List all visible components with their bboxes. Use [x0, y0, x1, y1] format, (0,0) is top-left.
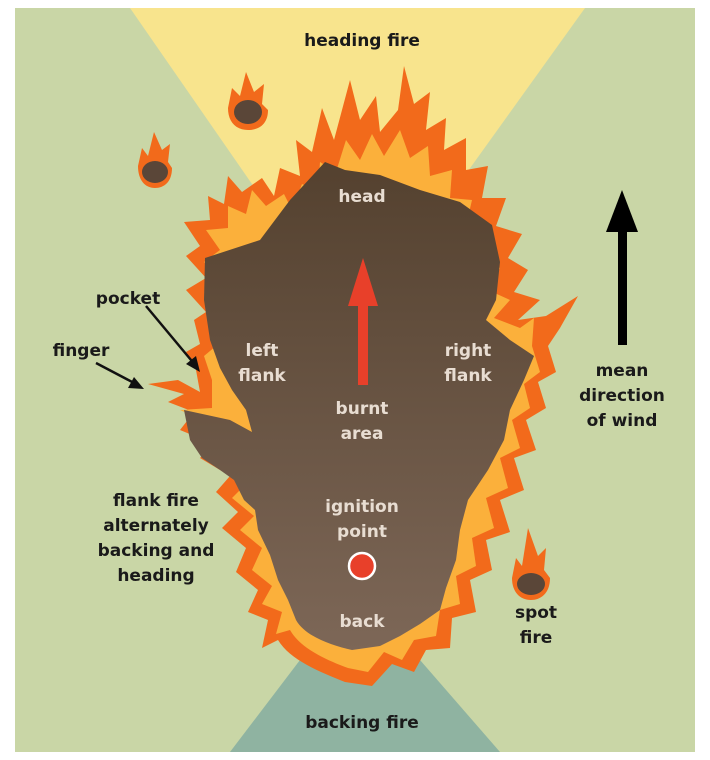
ignition-point-label-line2: point — [337, 522, 387, 542]
right-flank-label-line2: flank — [444, 366, 492, 386]
left-flank-label-line1: left — [246, 341, 279, 361]
spot-fire-label-line1: spot — [515, 603, 557, 623]
backing-fire-label: backing fire — [305, 713, 419, 733]
ignition-point-marker — [349, 553, 375, 579]
heading-fire-label: heading fire — [304, 31, 420, 51]
finger-label: finger — [53, 341, 110, 361]
flank-fire-label-line2: alternately — [103, 516, 208, 536]
wind-label-line1: mean — [596, 361, 649, 381]
burnt-area-label-line1: burnt — [336, 399, 389, 419]
spot-fire-label-line2: fire — [520, 628, 553, 648]
wind-label-line2: direction — [579, 386, 665, 406]
pocket-label: pocket — [96, 289, 160, 309]
right-flank-label-line1: right — [445, 341, 492, 361]
wind-label-line3: of wind — [587, 411, 658, 431]
flank-fire-label-line3: backing and — [98, 541, 215, 561]
head-label: head — [338, 187, 385, 207]
back-label: back — [339, 612, 385, 632]
flank-fire-label-line1: flank fire — [113, 491, 199, 511]
burnt-area-label-line2: area — [341, 424, 384, 444]
left-flank-label-line2: flank — [238, 366, 286, 386]
flank-fire-label-line4: heading — [117, 566, 194, 586]
ignition-point-label-line1: ignition — [325, 497, 399, 517]
